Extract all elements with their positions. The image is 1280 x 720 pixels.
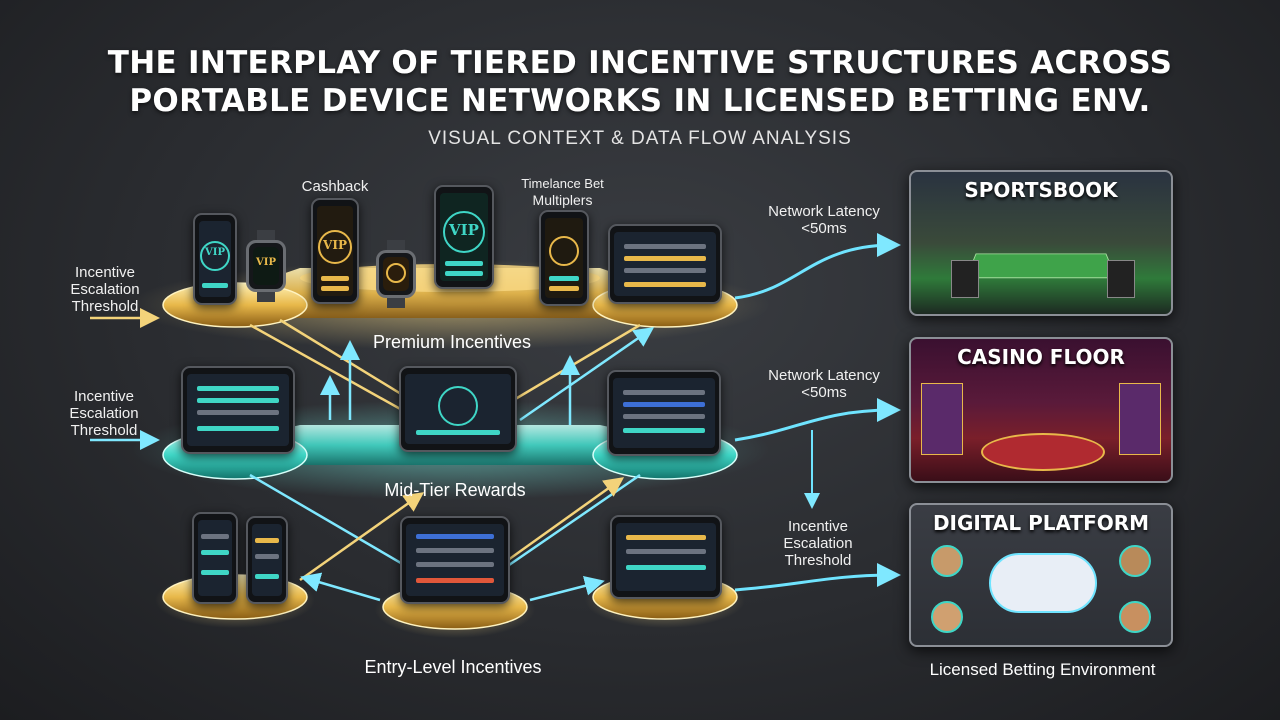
digital-platform-title: DIGITAL PLATFORM — [932, 511, 1150, 535]
casino-floor-title: CASINO FLOOR — [957, 345, 1125, 369]
diagram-title: THE INTERPLAY OF TIERED INCENTIVE STRUCT… — [0, 44, 1280, 120]
field-graphic — [965, 253, 1117, 279]
diagram-subtitle: VISUAL CONTEXT & DATA FLOW ANALYSIS — [428, 128, 852, 149]
kiosk-left — [951, 260, 979, 298]
digital-platform-panel[interactable]: DIGITAL PLATFORM — [909, 503, 1173, 647]
user-avatar-4 — [1119, 601, 1151, 633]
tier-label-mid: Mid-Tier Rewards — [384, 480, 526, 500]
entry-tablet-center[interactable] — [400, 516, 510, 604]
cashback-label: Cashback — [301, 178, 369, 195]
slot-machine-left — [921, 383, 963, 455]
mid-tablet-2[interactable] — [399, 366, 517, 452]
premium-tablet[interactable] — [608, 224, 722, 304]
premium-watch-2[interactable] — [376, 240, 416, 308]
entry-phone-2[interactable] — [246, 516, 288, 604]
latency-label-mid: Network Latency<50ms — [768, 367, 880, 401]
kiosk-right — [1107, 260, 1135, 298]
premium-watch-1[interactable]: VIP — [246, 230, 286, 302]
premium-phone-vip-center[interactable]: VIP — [434, 185, 494, 289]
user-avatar-1 — [931, 545, 963, 577]
cloud-icon — [989, 553, 1097, 613]
casino-floor-panel[interactable]: CASINO FLOOR — [909, 337, 1173, 483]
casino-table — [981, 433, 1105, 471]
premium-phone-cashback[interactable]: VIP — [311, 198, 359, 304]
slot-machine-right — [1119, 383, 1161, 455]
sportsbook-title: SPORTSBOOK — [964, 178, 1118, 202]
tier-label-entry: Entry-Level Incentives — [364, 657, 542, 677]
title-line-1: THE INTERPLAY OF TIERED INCENTIVE STRUCT… — [107, 45, 1173, 81]
output-flows — [734, 233, 901, 592]
latency-label-top: Network Latency<50ms — [768, 203, 880, 237]
premium-phone-multiplier[interactable] — [539, 210, 589, 306]
user-avatar-3 — [1119, 545, 1151, 577]
entry-tablet-right[interactable] — [610, 515, 722, 599]
tier-label-premium: Premium Incentives — [372, 332, 532, 352]
user-avatar-2 — [931, 601, 963, 633]
premium-phone-1[interactable]: VIP — [193, 213, 237, 305]
sportsbook-panel[interactable]: SPORTSBOOK — [909, 170, 1173, 316]
entry-phone-1[interactable] — [192, 512, 238, 604]
title-line-2: PORTABLE DEVICE NETWORKS IN LICENSED BET… — [129, 83, 1151, 119]
mid-tablet-1[interactable] — [181, 366, 295, 454]
licensed-environment-label: Licensed Betting Environment — [929, 660, 1156, 679]
mid-tablet-3[interactable] — [607, 370, 721, 456]
